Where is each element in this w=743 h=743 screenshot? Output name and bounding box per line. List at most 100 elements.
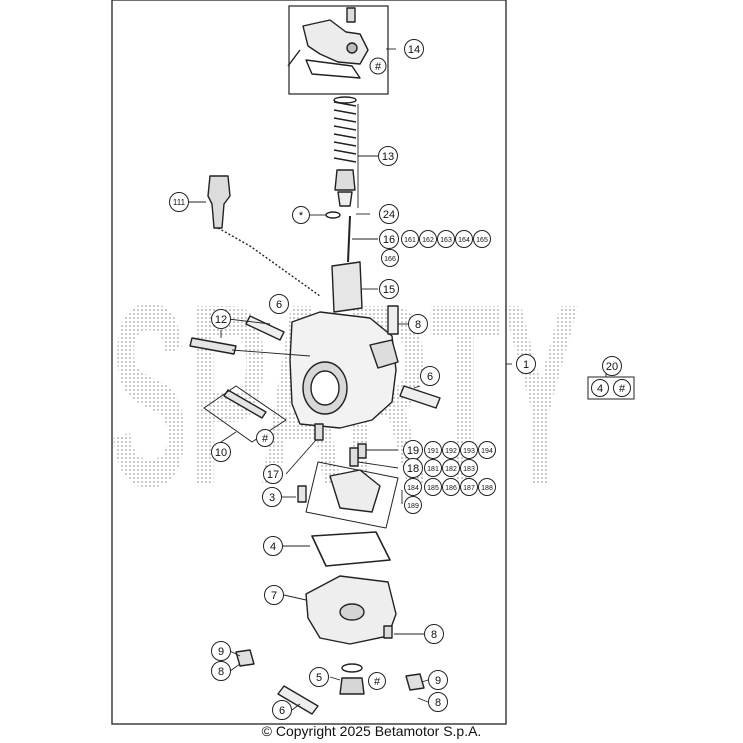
float-box — [305, 461, 399, 529]
callout-24[interactable]: 24 — [379, 204, 399, 224]
callout-13[interactable]: 13 — [378, 146, 398, 166]
svg-text:8: 8 — [218, 666, 224, 678]
callout-6-right[interactable]: 6 — [420, 366, 440, 386]
svg-text:181: 181 — [427, 466, 439, 473]
svg-text:16: 16 — [383, 234, 395, 246]
callout-1[interactable]: 1 — [516, 354, 536, 374]
callout-6-upper[interactable]: 6 — [269, 294, 289, 314]
svg-text:4: 4 — [597, 383, 603, 395]
copyright-notice: © Copyright 2025 Betamotor S.p.A. — [261, 723, 482, 739]
callout-191[interactable]: 191 — [424, 441, 442, 459]
svg-text:185: 185 — [427, 485, 439, 492]
callout-15[interactable]: 15 — [379, 279, 399, 299]
svg-text:#: # — [619, 383, 626, 395]
part-18 — [349, 447, 359, 467]
svg-text:24: 24 — [383, 209, 395, 221]
callout-16[interactable]: 16 — [379, 229, 399, 249]
svg-text:183: 183 — [463, 466, 475, 473]
svg-text:3: 3 — [269, 492, 275, 504]
svg-text:#: # — [262, 433, 269, 445]
float — [329, 469, 381, 513]
svg-text:5: 5 — [316, 672, 322, 684]
svg-text:8: 8 — [415, 319, 421, 331]
callout-7[interactable]: 7 — [264, 585, 284, 605]
top-cap — [287, 7, 369, 79]
part-3 — [297, 485, 307, 503]
callout-20[interactable]: 20 — [602, 356, 622, 376]
svg-text:194: 194 — [481, 448, 493, 455]
svg-text:166: 166 — [384, 256, 396, 263]
callout-19[interactable]: 19 — [403, 440, 423, 460]
callout-hash-14[interactable]: # — [369, 57, 387, 75]
callout-163[interactable]: 163 — [437, 230, 455, 248]
assembly-frame — [111, 0, 507, 725]
part-5-plug — [339, 677, 365, 695]
callout-18[interactable]: 18 — [403, 458, 423, 478]
callout-162[interactable]: 162 — [419, 230, 437, 248]
callout-5[interactable]: 5 — [309, 667, 329, 687]
washer — [325, 211, 341, 219]
svg-text:192: 192 — [445, 448, 457, 455]
callout-12[interactable]: 12 — [211, 309, 231, 329]
svg-text:9: 9 — [435, 675, 441, 687]
callout-4[interactable]: 4 — [263, 536, 283, 556]
callout-10[interactable]: 10 — [211, 442, 231, 462]
callout-189[interactable]: 189 — [404, 496, 422, 514]
callout-6-lower[interactable]: 6 — [272, 700, 292, 720]
callout-8-upper[interactable]: 8 — [408, 314, 428, 334]
part-111 — [207, 175, 231, 229]
callout-hash-20[interactable]: # — [613, 379, 631, 397]
svg-text:20: 20 — [606, 361, 618, 373]
svg-text:17: 17 — [267, 469, 279, 481]
callout-8-bowl[interactable]: 8 — [424, 624, 444, 644]
svg-text:10: 10 — [215, 447, 227, 459]
part-12 — [189, 337, 237, 355]
callouts: 14 # 13 111 * 24 16 161 162 163 164 165 … — [169, 39, 635, 720]
callout-165[interactable]: 165 — [473, 230, 491, 248]
svg-text:161: 161 — [404, 237, 416, 244]
callout-9-right[interactable]: 9 — [428, 670, 448, 690]
svg-text:15: 15 — [383, 284, 395, 296]
svg-text:19: 19 — [407, 445, 419, 457]
svg-text:182: 182 — [445, 466, 457, 473]
svg-text:165: 165 — [476, 237, 488, 244]
part-5-ring — [341, 663, 363, 673]
svg-text:14: 14 — [408, 44, 420, 56]
callout-183[interactable]: 183 — [460, 459, 478, 477]
callout-20-4[interactable]: 4 — [591, 379, 609, 397]
callout-184[interactable]: 184 — [404, 478, 422, 496]
callout-8-right[interactable]: 8 — [428, 692, 448, 712]
callout-3[interactable]: 3 — [262, 487, 282, 507]
svg-text:6: 6 — [279, 705, 285, 717]
svg-text:18: 18 — [407, 463, 419, 475]
callout-17[interactable]: 17 — [263, 464, 283, 484]
callout-9-left[interactable]: 9 — [211, 641, 231, 661]
callout-192[interactable]: 192 — [442, 441, 460, 459]
callout-166[interactable]: 166 — [381, 249, 399, 267]
callout-194[interactable]: 194 — [478, 441, 496, 459]
callout-8-left[interactable]: 8 — [211, 661, 231, 681]
callout-hash-5[interactable]: # — [368, 672, 386, 690]
callout-161[interactable]: 161 — [401, 230, 419, 248]
callout-star[interactable]: * — [292, 206, 310, 224]
gasket — [311, 531, 391, 567]
svg-text:8: 8 — [431, 629, 437, 641]
callout-181[interactable]: 181 — [424, 459, 442, 477]
callout-111[interactable]: 111 — [169, 192, 189, 212]
svg-text:13: 13 — [382, 151, 394, 163]
callout-182[interactable]: 182 — [442, 459, 460, 477]
callout-hash-10[interactable]: # — [256, 429, 274, 447]
callout-193[interactable]: 193 — [460, 441, 478, 459]
svg-text:9: 9 — [218, 646, 224, 658]
callout-14[interactable]: 14 — [404, 39, 424, 59]
callout-164[interactable]: 164 — [455, 230, 473, 248]
callout-188[interactable]: 188 — [478, 478, 496, 496]
callout-185[interactable]: 185 — [424, 478, 442, 496]
part-8-bowl — [383, 625, 393, 639]
carburetor-body — [289, 311, 397, 429]
svg-text:189: 189 — [407, 503, 419, 510]
part-10 — [223, 389, 267, 419]
svg-text:6: 6 — [276, 299, 282, 311]
callout-186[interactable]: 186 — [442, 478, 460, 496]
callout-187[interactable]: 187 — [460, 478, 478, 496]
